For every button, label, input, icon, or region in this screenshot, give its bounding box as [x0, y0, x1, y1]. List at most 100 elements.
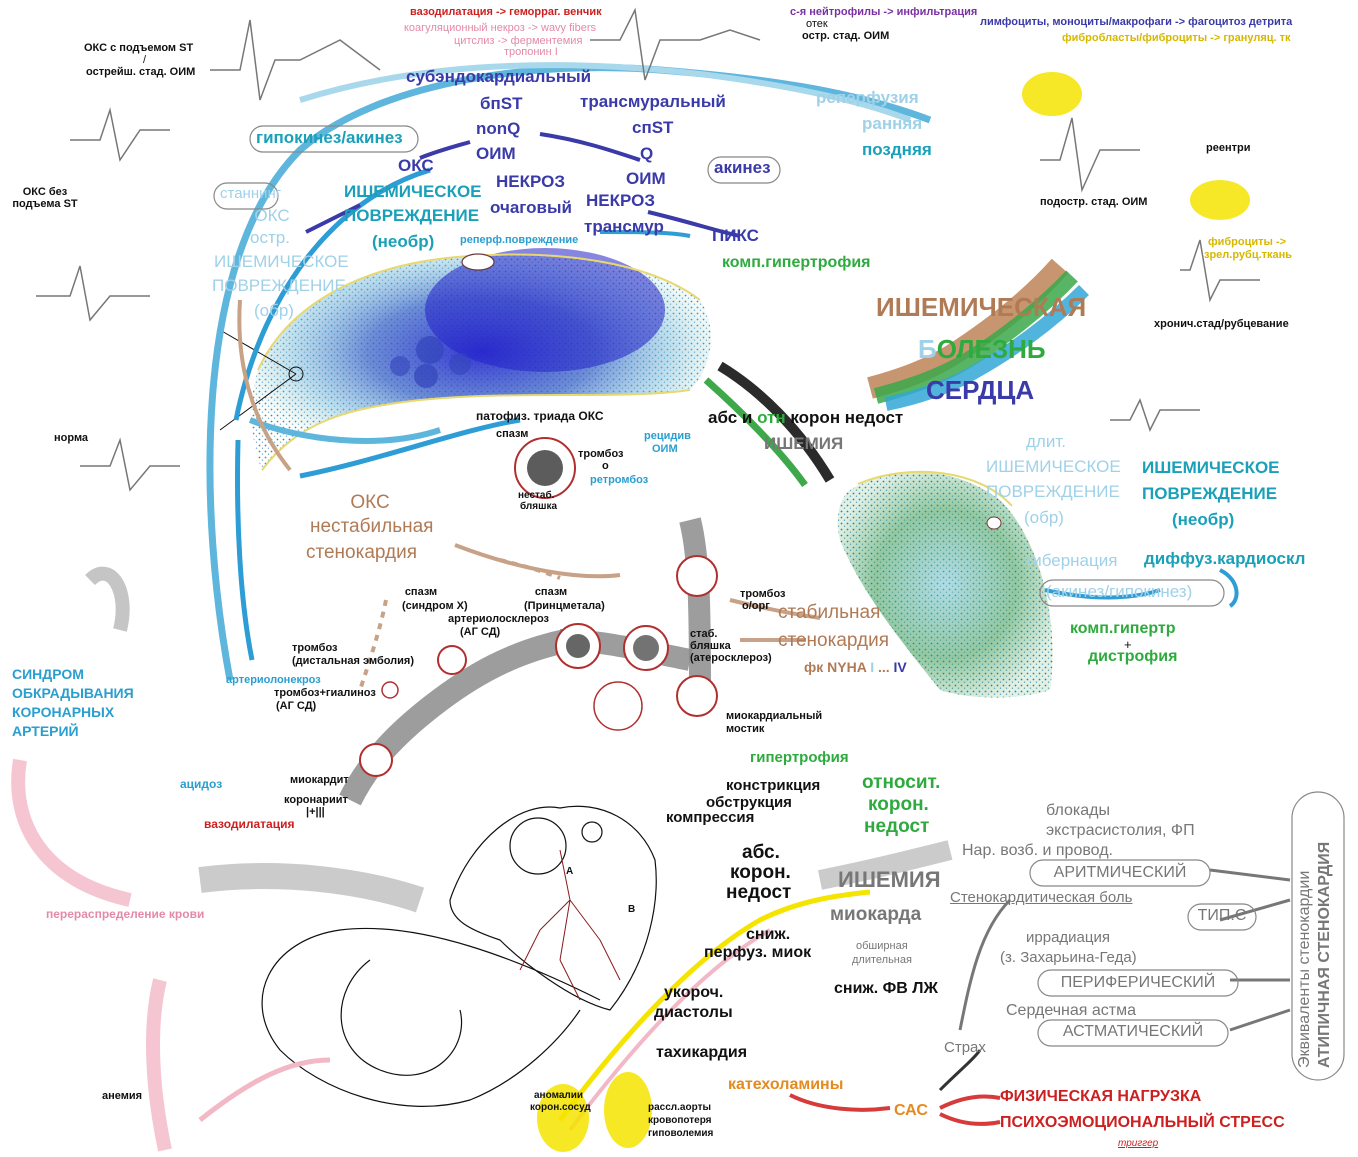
subacute-label: подостр. стад. ОИМ — [1040, 196, 1148, 208]
right-braces — [213, 125, 1345, 1081]
flow-lines — [198, 868, 1291, 1132]
cytolysis-note: цитслиз -> ферментемия — [454, 35, 583, 47]
relative-1: относит. — [862, 772, 941, 793]
nyha-classes: фк NYHA I ... IV — [804, 659, 907, 676]
vessels — [85, 437, 953, 913]
compression-label: компрессия — [666, 809, 755, 826]
diffuse-cardiosclerosis: диффуз.кардиоскл — [1144, 549, 1306, 568]
zones-label: (з. Захарьина-Геда) — [1000, 949, 1137, 966]
troponin-note: тропонин I — [504, 46, 558, 58]
relative-3: недост — [864, 816, 930, 837]
reperfusion-label: реперфузия — [816, 88, 919, 107]
plus-sign: + — [1124, 637, 1132, 652]
thrombus-hyal-2: (АГ СД) — [276, 700, 317, 712]
arterionecrosis-label: артериолонекроз — [226, 674, 321, 686]
reduced-perf-2: перфуз. миок — [704, 944, 812, 961]
blue-arcs — [206, 62, 1239, 681]
spasm-x-2: (синдром Х) — [402, 600, 468, 612]
cpst-label: спST — [632, 118, 674, 137]
reentry-label: реентри — [1206, 142, 1251, 154]
nyha-c: ... — [874, 659, 894, 675]
spasm-p-1: спазм — [534, 586, 568, 598]
stable-plaque-2: бляшка — [690, 640, 731, 652]
hypokinesis-label: гипокинез/акинез — [256, 128, 403, 147]
thrombus-distal-1: тромбоз — [292, 642, 338, 654]
thrombus-o: о — [602, 460, 609, 472]
anemia-label: анемия — [102, 1090, 143, 1102]
dystrophy-label: дистрофия — [1088, 648, 1178, 665]
extensive-1: обширная — [856, 940, 908, 952]
typical-label: ТИП.С — [1197, 907, 1247, 924]
arteriolosclerosis-2: (АГ СД) — [460, 626, 501, 638]
sas-label: САС — [894, 1102, 928, 1119]
green-stroke — [703, 377, 808, 488]
angina-equivalents: Эквиваленты стенокардии — [1296, 870, 1313, 1068]
stable-angina-2: стенокардия — [778, 630, 890, 651]
bridge-2: мостик — [726, 723, 765, 735]
anomaly-2: корон.сосуд — [530, 1102, 591, 1113]
bpst-label: бпST — [480, 94, 523, 113]
late-label: поздняя — [862, 140, 932, 159]
abs-rel-insufficiency: абс и отн корон недост — [708, 408, 903, 427]
steal-syndrome-1: СИНДРОМ — [12, 666, 84, 682]
nyha-b: I — [870, 659, 875, 675]
irreversible-damage-2: ПОВРЕЖДЕНИЕ — [1142, 484, 1278, 503]
unstable-plaque-1: нестаб. — [518, 490, 555, 501]
yellow-brush-strokes — [537, 72, 1250, 1152]
title-line-3: СЕРДЦА — [926, 375, 1035, 405]
fibroblasts-note: фибробласты/фиброциты -> грануляц. тк — [1062, 32, 1291, 44]
shortened-1: укороч. — [664, 984, 724, 1001]
ischemia-middle: ИШЕМИЯ — [764, 434, 844, 453]
vasodilation-note: вазодилатация -> геморраг. венчик — [410, 6, 602, 18]
obstruction-label: обструкция — [706, 794, 792, 811]
edema-note: отек — [806, 18, 828, 30]
catecholamines-label: катехоламины — [728, 1076, 844, 1093]
stemi-label: ОКС с подъемом ST — [84, 42, 194, 54]
subendocardial-label: субэндокардиальный — [406, 67, 592, 86]
spasm-x-1: спазм — [404, 586, 438, 598]
focal-label: очаговый — [490, 198, 572, 217]
thrombus-hyal-1: тромбоз+гиалиноз — [274, 687, 376, 699]
title-line-2: БОЛЕЗНЬ — [918, 334, 1046, 364]
long-3: ПОВРЕЖДЕНИЕ — [986, 482, 1120, 501]
redistribution-text: перераспределение крови — [46, 907, 205, 921]
title-ribbon — [867, 258, 1089, 411]
mature-scar-note: зрел.рубц.ткань — [1204, 249, 1293, 261]
constriction-label: констрикция — [726, 777, 821, 794]
unstable-angina-1: нестабильная — [310, 516, 434, 537]
brown-lines — [237, 299, 821, 691]
angina-pain-label: Стенокардитическая боль — [950, 889, 1133, 906]
abs-rel-b: отн — [757, 408, 786, 427]
irreversible-damage-1: ИШЕМИЧЕСКОЕ — [1142, 458, 1280, 477]
q-label: Q — [640, 144, 654, 163]
hypertrophy-label: гипертрофия — [750, 749, 849, 766]
absolute-3: недост — [726, 882, 792, 903]
acidosis-label: ацидоз — [180, 777, 223, 791]
physical-load: ФИЗИЧЕСКАЯ НАГРУЗКА — [1000, 1088, 1202, 1105]
vasodilation-2: вазодилатация — [204, 817, 295, 831]
abs-rel-a: абс и — [708, 408, 758, 427]
coag-necrosis-note: коагуляционный некроз -> wavy fibers — [404, 22, 597, 34]
thrombus-label: тромбоз — [578, 448, 624, 460]
steal-syndrome-3: КОРОНАРНЫХ — [12, 704, 115, 720]
transmur-label: трансмур — [584, 217, 664, 236]
absolute-2: корон. — [730, 862, 791, 883]
conduction-label: Нар. возб. и провод. — [962, 842, 1113, 859]
transmural-label: трансмуральный — [580, 92, 726, 111]
comp-hypertrophy-label: комп.гипертрофия — [722, 254, 871, 271]
oks-middle-label: ОКС — [350, 492, 390, 513]
aorta-3: гиповолемия — [648, 1128, 714, 1139]
heart-outline — [261, 805, 657, 1107]
recidiv-oim: ОИМ — [652, 443, 678, 455]
early-label: ранняя — [862, 114, 923, 133]
piks-label: ПИКС — [712, 226, 759, 245]
chronic-stage-label: хронич.стад/рубцевание — [1154, 318, 1289, 330]
neutrophils-note: с-я нейтрофилы -> инфильтрация — [790, 6, 978, 18]
irreversible-1: (необр) — [372, 232, 435, 251]
stable-plaque-1: стаб. — [690, 628, 718, 640]
anomaly-1: аномалии — [534, 1090, 584, 1101]
asthmatic-variant: АСТМАТИЧЕСКИЙ — [1062, 1023, 1204, 1040]
long-4: (обр) — [1024, 508, 1064, 527]
akinesis-label: акинез — [714, 158, 771, 177]
aorta-1: рассл.аорты — [648, 1102, 712, 1113]
